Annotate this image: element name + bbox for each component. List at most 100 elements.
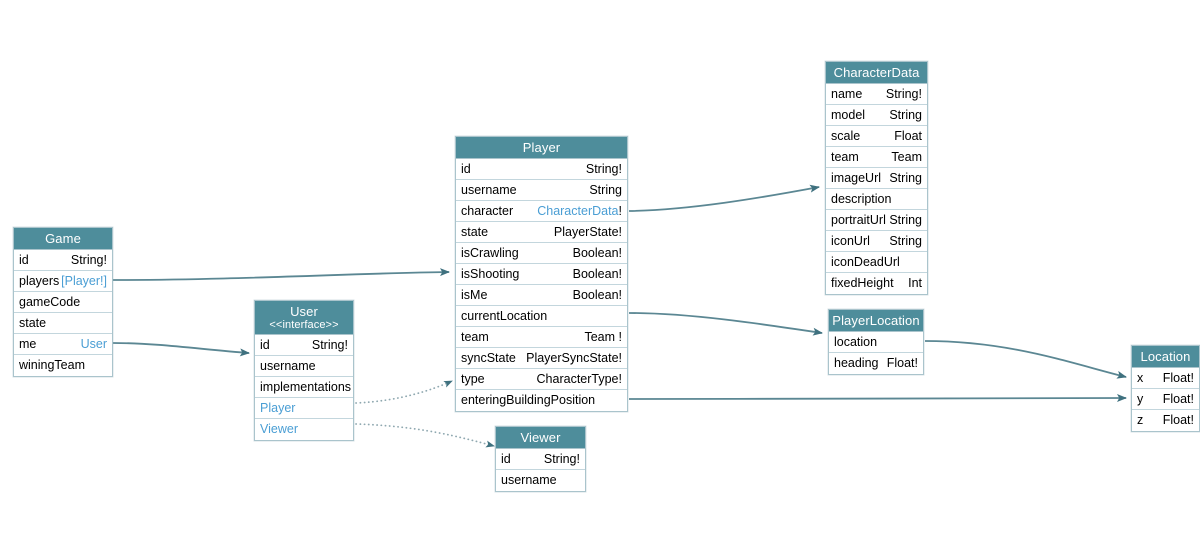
field-type: PlayerState!: [553, 225, 622, 239]
field-type: PlayerSyncState!: [526, 351, 622, 365]
field-name: isCrawling: [461, 246, 519, 260]
entity-characterdata-title: CharacterData: [826, 62, 927, 84]
table-row[interactable]: enteringBuildingPosition Location: [456, 390, 627, 411]
table-row[interactable]: username String: [456, 180, 627, 201]
field-name: y: [1137, 392, 1144, 406]
table-row[interactable]: x Float!: [1132, 368, 1199, 389]
implementation-item-player[interactable]: Player: [255, 398, 353, 419]
field-type[interactable]: Location: [575, 410, 622, 411]
field-type: Boolean!: [572, 288, 622, 302]
entity-characterdata[interactable]: CharacterData name String! model String …: [825, 61, 928, 295]
table-row[interactable]: fixedHeight Int: [826, 273, 927, 294]
table-row[interactable]: me User: [14, 334, 112, 355]
field-type-suffix: !: [618, 204, 622, 218]
table-row[interactable]: name String!: [826, 84, 927, 105]
field-name: id: [260, 338, 270, 352]
field-name: scale: [831, 129, 861, 143]
field-name: username: [501, 473, 557, 487]
field-name: team: [831, 150, 859, 164]
table-row[interactable]: team Team !: [456, 327, 627, 348]
table-row[interactable]: state PlayerState!: [456, 222, 627, 243]
field-name: team: [461, 330, 489, 344]
field-name: isMe: [461, 288, 488, 302]
field-type: Float!: [1162, 413, 1194, 427]
table-row[interactable]: id String!: [496, 449, 585, 470]
table-row[interactable]: currentLocation PlayerLocation!: [456, 306, 627, 327]
table-row[interactable]: imageUrl String: [826, 168, 927, 189]
table-row[interactable]: isMe Boolean!: [456, 285, 627, 306]
entity-playerlocation-title: PlayerLocation: [829, 310, 923, 332]
implementation-label[interactable]: Viewer: [260, 422, 298, 436]
edge-player-currentlocation-to-playerlocation: [628, 312, 823, 336]
entity-viewer[interactable]: Viewer id String! username String: [495, 426, 586, 492]
field-type: String!: [885, 87, 922, 101]
entity-game[interactable]: Game id String! players [Player!] gameCo…: [13, 227, 113, 377]
field-name: enteringBuildingPosition: [461, 393, 596, 407]
table-row[interactable]: scale Float: [826, 126, 927, 147]
field-name: id: [501, 452, 511, 466]
field-name: state: [19, 316, 47, 330]
table-row[interactable]: syncState PlayerSyncState!: [456, 348, 627, 369]
field-name: syncState: [461, 351, 516, 365]
table-row[interactable]: character CharacterData!: [456, 201, 627, 222]
implementation-item-viewer[interactable]: Viewer: [255, 419, 353, 440]
table-row[interactable]: username String: [255, 356, 353, 377]
table-row[interactable]: iconDeadUrl String: [826, 252, 927, 273]
edge-user-implements-viewer: [355, 423, 495, 448]
field-type-wrap[interactable]: CharacterData!: [537, 201, 622, 221]
table-row[interactable]: id String!: [456, 159, 627, 180]
field-name: me: [19, 337, 37, 351]
field-name: imageUrl: [831, 171, 882, 185]
field-name: type: [461, 372, 485, 386]
entity-playerlocation[interactable]: PlayerLocation location Location! headin…: [828, 309, 924, 375]
field-type: String: [889, 234, 922, 248]
field-type[interactable]: CharacterData: [537, 204, 619, 218]
implementations-header: implementations: [255, 377, 353, 398]
table-row[interactable]: id String!: [255, 335, 353, 356]
edge-playerlocation-location-to-location: [924, 340, 1127, 379]
field-name: location: [834, 335, 878, 349]
field-name: players: [19, 274, 60, 288]
field-name: iconDeadUrl: [831, 255, 900, 269]
table-row[interactable]: username String: [496, 470, 585, 491]
entity-location[interactable]: Location x Float! y Float! z Float!: [1131, 345, 1200, 432]
table-row[interactable]: winingTeam Team: [14, 355, 112, 376]
field-name: username: [260, 359, 316, 373]
field-name: iconUrl: [831, 234, 870, 248]
field-name: username: [461, 183, 517, 197]
field-type: String!: [311, 338, 348, 352]
table-row[interactable]: isCrawling Boolean!: [456, 243, 627, 264]
table-row[interactable]: id String!: [14, 250, 112, 271]
field-type[interactable]: [Player!]: [61, 274, 107, 288]
edge-player-character-to-characterdata: [628, 184, 820, 212]
table-row[interactable]: heading Float!: [829, 353, 923, 374]
table-row[interactable]: team Team: [826, 147, 927, 168]
table-row[interactable]: y Float!: [1132, 389, 1199, 410]
field-type: String!: [543, 452, 580, 466]
field-type: String: [889, 171, 922, 185]
entity-viewer-title: Viewer: [496, 427, 585, 449]
entity-player[interactable]: Player id String! username String charac…: [455, 136, 628, 412]
entity-game-title: Game: [14, 228, 112, 250]
entity-user[interactable]: User <<interface>> id String! username S…: [254, 300, 354, 441]
table-row[interactable]: model String: [826, 105, 927, 126]
implementation-label[interactable]: Player: [260, 401, 296, 415]
table-row[interactable]: portraitUrl String: [826, 210, 927, 231]
table-row[interactable]: z Float!: [1132, 410, 1199, 431]
field-name: state: [461, 225, 489, 239]
field-name: x: [1137, 371, 1144, 385]
table-row[interactable]: isShooting Boolean!: [456, 264, 627, 285]
field-type: Float!: [1162, 392, 1194, 406]
entity-user-name: User: [290, 304, 318, 319]
table-row[interactable]: iconUrl String: [826, 231, 927, 252]
table-row[interactable]: players [Player!]: [14, 271, 112, 292]
field-name: id: [461, 162, 471, 176]
field-type: String!: [585, 162, 622, 176]
table-row[interactable]: type CharacterType!: [456, 369, 627, 390]
table-row[interactable]: location Location!: [829, 332, 923, 353]
table-row[interactable]: description String: [826, 189, 927, 210]
table-row[interactable]: state GameState!: [14, 313, 112, 334]
field-type[interactable]: User: [80, 337, 107, 351]
table-row[interactable]: gameCode String!: [14, 292, 112, 313]
